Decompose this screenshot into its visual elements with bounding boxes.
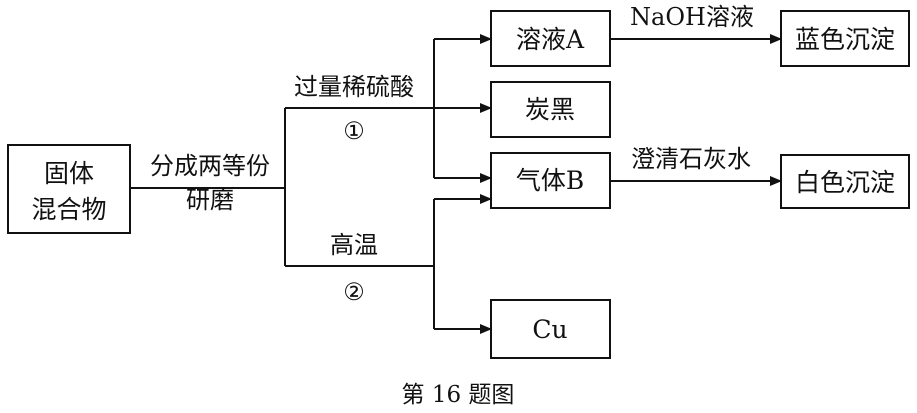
solid-mixture-line1: 固体 (44, 159, 94, 188)
route1-number-label: ① (343, 117, 365, 145)
solution-a-box (490, 10, 611, 67)
carbon-black-box (490, 81, 611, 138)
carbon-black-label: 炭黑 (525, 95, 575, 124)
gas-b-label: 气体B (516, 166, 584, 195)
solution-a-label: 溶液A (516, 25, 585, 54)
split-label-line1: 分成两等份 (150, 152, 270, 180)
white-precipitate-label: 白色沉淀 (795, 168, 895, 197)
solid-mixture-box (7, 144, 131, 234)
solid-mixture-line2: 混合物 (31, 195, 106, 224)
naoh-label: NaOH溶液 (630, 3, 754, 31)
limewater-label: 澄清石灰水 (631, 145, 751, 173)
route2-number-label: ② (343, 278, 365, 306)
blue-precipitate-label: 蓝色沉淀 (795, 25, 895, 54)
split-label-line2: 研磨 (186, 186, 234, 214)
route1-reagent-label: 过量稀硫酸 (294, 73, 414, 101)
copper-box (490, 299, 611, 359)
route2-reagent-label: 高温 (330, 231, 378, 259)
diagram-caption: 第 16 题图 (402, 382, 515, 408)
copper-label: Cu (532, 315, 567, 344)
white-precipitate-box (780, 154, 910, 209)
